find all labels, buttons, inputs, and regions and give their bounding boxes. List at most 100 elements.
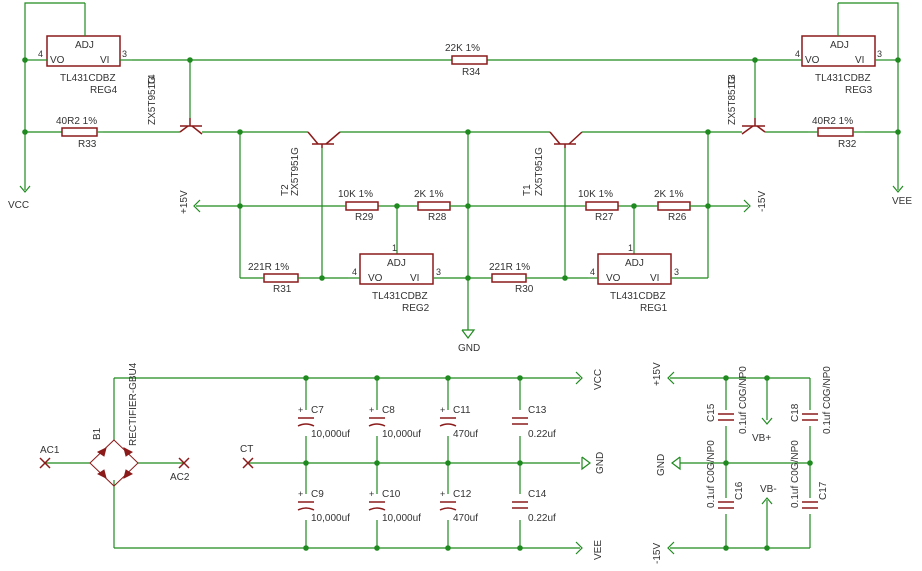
svg-text:4: 4 bbox=[590, 267, 595, 277]
r31[interactable]: 221R 1% R31 bbox=[248, 262, 300, 295]
svg-text:ZX5T951G: ZX5T951G bbox=[534, 147, 545, 196]
svg-text:RECTIFIER-GBU4: RECTIFIER-GBU4 bbox=[128, 362, 139, 446]
vcc-left-symbol: VCC bbox=[8, 180, 31, 211]
svg-text:R29: R29 bbox=[355, 212, 374, 223]
r30[interactable]: 221R 1% R30 bbox=[489, 262, 534, 295]
svg-text:ADJ: ADJ bbox=[387, 258, 406, 269]
svg-text:GND: GND bbox=[595, 452, 606, 474]
gnd-psu-symbol: GND bbox=[581, 452, 606, 474]
svg-text:C15: C15 bbox=[706, 403, 717, 422]
svg-text:REG2: REG2 bbox=[402, 303, 430, 314]
svg-text:C17: C17 bbox=[818, 481, 829, 500]
svg-text:470uf: 470uf bbox=[453, 429, 478, 440]
svg-text:0.1uf C0G/NP0: 0.1uf C0G/NP0 bbox=[706, 440, 717, 508]
svg-text:+: + bbox=[440, 489, 445, 499]
svg-text:T3: T3 bbox=[727, 74, 738, 86]
m15-dec-symbol: -15V bbox=[652, 541, 675, 564]
svg-text:VI: VI bbox=[855, 55, 864, 66]
r32[interactable]: 40R2 1% R32 bbox=[808, 116, 865, 150]
t2[interactable]: ZX5T951G T2 bbox=[280, 131, 341, 196]
svg-text:3: 3 bbox=[436, 267, 441, 277]
r29[interactable]: 10K 1% R29 bbox=[338, 189, 379, 223]
vbm-symbol: VB- bbox=[760, 484, 777, 505]
svg-text:VO: VO bbox=[805, 55, 820, 66]
cap-c13[interactable]: C13 0.22uf bbox=[510, 405, 556, 440]
svg-text:ZX5T851G: ZX5T851G bbox=[727, 76, 738, 125]
cap-c11[interactable]: + C11 470uf bbox=[438, 405, 478, 440]
vcc-psu-symbol: VCC bbox=[575, 369, 604, 390]
cap-c7[interactable]: + C7 10,000uf bbox=[296, 405, 350, 440]
t1[interactable]: ZX5T951G T1 bbox=[522, 131, 583, 196]
svg-text:TL431CDBZ: TL431CDBZ bbox=[815, 73, 871, 84]
svg-text:C9: C9 bbox=[311, 489, 324, 500]
reg1[interactable]: ADJ VO VI 4 3 1 TL431CDBZ REG1 bbox=[588, 243, 680, 314]
svg-text:ADJ: ADJ bbox=[830, 40, 849, 51]
svg-text:2K 1%: 2K 1% bbox=[414, 189, 444, 200]
p15-top-symbol: +15V bbox=[179, 190, 201, 214]
svg-text:1: 1 bbox=[628, 243, 633, 253]
svg-text:C14: C14 bbox=[528, 489, 547, 500]
svg-text:0.1uf C0G/NP0: 0.1uf C0G/NP0 bbox=[822, 366, 833, 434]
svg-text:+: + bbox=[369, 489, 374, 499]
svg-text:AC1: AC1 bbox=[40, 445, 60, 456]
svg-text:221R 1%: 221R 1% bbox=[489, 262, 530, 273]
svg-text:0.1uf C0G/NP0: 0.1uf C0G/NP0 bbox=[790, 440, 801, 508]
reg4[interactable]: ADJ VO VI 4 3 TL431CDBZ REG4 bbox=[35, 30, 132, 96]
reg3[interactable]: ADJ VO VI 4 3 TL431CDBZ REG3 bbox=[790, 30, 888, 96]
cap-c15[interactable]: C15 0.1uf C0G/NP0 bbox=[706, 366, 749, 434]
svg-text:3: 3 bbox=[122, 49, 127, 59]
svg-text:VO: VO bbox=[50, 55, 65, 66]
psu-junctions bbox=[303, 375, 523, 551]
cap-c16[interactable]: 0.1uf C0G/NP0 C16 bbox=[706, 440, 745, 514]
svg-text:+15V: +15V bbox=[179, 190, 190, 214]
r26[interactable]: 2K 1% R26 bbox=[654, 189, 692, 223]
svg-text:VCC: VCC bbox=[8, 200, 29, 211]
cap-c9[interactable]: + C9 10,000uf bbox=[296, 489, 350, 524]
cap-c12[interactable]: + C12 470uf bbox=[438, 489, 478, 524]
svg-text:VI: VI bbox=[650, 273, 659, 284]
t3[interactable]: ZX5T851G T3 bbox=[727, 74, 766, 135]
r27[interactable]: 10K 1% R27 bbox=[578, 189, 619, 223]
vee-right-symbol: VEE bbox=[892, 180, 912, 207]
svg-text:10,000uf: 10,000uf bbox=[382, 429, 421, 440]
cap-c10[interactable]: + C10 10,000uf bbox=[367, 489, 421, 524]
svg-text:4: 4 bbox=[352, 267, 357, 277]
svg-text:10K 1%: 10K 1% bbox=[338, 189, 373, 200]
svg-text:C10: C10 bbox=[382, 489, 401, 500]
svg-text:VI: VI bbox=[100, 55, 109, 66]
decoupling-junctions bbox=[723, 375, 813, 551]
svg-text:VB-: VB- bbox=[760, 484, 777, 495]
cap-c8[interactable]: + C8 10,000uf bbox=[367, 405, 421, 440]
svg-text:T1: T1 bbox=[522, 184, 533, 196]
r34[interactable]: 22K 1% R34 bbox=[445, 43, 488, 78]
ct-terminal[interactable]: CT bbox=[240, 444, 254, 469]
svg-text:ADJ: ADJ bbox=[75, 40, 94, 51]
svg-text:221R 1%: 221R 1% bbox=[248, 262, 289, 273]
reg2[interactable]: ADJ VO VI 4 3 1 TL431CDBZ REG2 bbox=[348, 243, 441, 314]
cap-c14[interactable]: C14 0.22uf bbox=[510, 489, 556, 524]
svg-text:R28: R28 bbox=[428, 212, 447, 223]
svg-text:REG3: REG3 bbox=[845, 85, 873, 96]
svg-text:AC2: AC2 bbox=[170, 472, 190, 483]
svg-text:10,000uf: 10,000uf bbox=[311, 513, 350, 524]
svg-text:ADJ: ADJ bbox=[625, 258, 644, 269]
svg-text:VB+: VB+ bbox=[752, 433, 771, 444]
t4[interactable]: ZX5T951G T4 bbox=[147, 74, 203, 135]
svg-text:4: 4 bbox=[795, 49, 800, 59]
svg-text:R26: R26 bbox=[668, 212, 687, 223]
cap-c17[interactable]: 0.1uf C0G/NP0 C17 bbox=[790, 440, 829, 514]
gnd-top-symbol: GND bbox=[458, 329, 480, 354]
svg-text:C13: C13 bbox=[528, 405, 547, 416]
r33[interactable]: 40R2 1% R33 bbox=[56, 116, 103, 150]
svg-text:GND: GND bbox=[458, 343, 480, 354]
ac2-terminal[interactable]: AC2 bbox=[170, 457, 190, 483]
r28[interactable]: 2K 1% R28 bbox=[414, 189, 452, 223]
cap-c18[interactable]: C18 0.1uf C0G/NP0 bbox=[790, 366, 833, 434]
svg-text:REG1: REG1 bbox=[640, 303, 668, 314]
svg-text:+15V: +15V bbox=[652, 362, 663, 386]
bridge-rectifier-b1[interactable]: B1 RECTIFIER-GBU4 bbox=[89, 362, 139, 487]
svg-text:10K 1%: 10K 1% bbox=[578, 189, 613, 200]
ac1-terminal[interactable]: AC1 bbox=[39, 445, 60, 469]
svg-text:0.22uf: 0.22uf bbox=[528, 429, 556, 440]
svg-text:C16: C16 bbox=[734, 481, 745, 500]
